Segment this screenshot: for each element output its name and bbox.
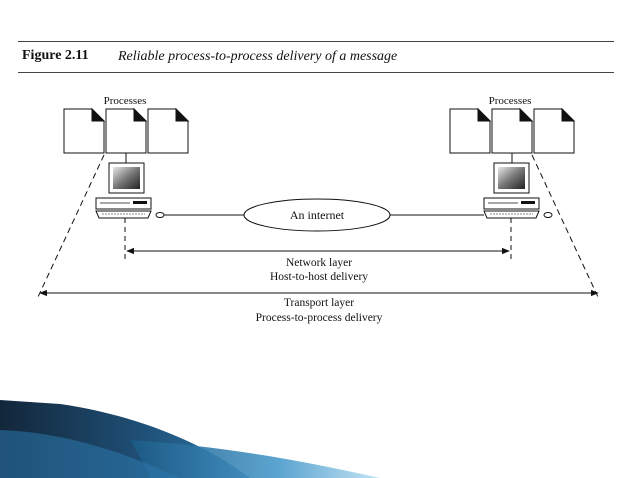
document-icon xyxy=(105,107,148,154)
figure-number: Figure 2.11 xyxy=(22,48,89,63)
document-icon xyxy=(63,107,106,154)
transport-layer-label: Transport layer xyxy=(284,297,354,309)
right-host-computer-icon xyxy=(483,162,553,219)
top-rule xyxy=(18,41,614,42)
figure-caption: Reliable process-to-process delivery of … xyxy=(118,49,398,64)
document-icon xyxy=(491,107,534,154)
decorative-swoosh xyxy=(0,400,380,478)
document-icon xyxy=(533,107,576,154)
network-layer-sublabel: Host-to-host delivery xyxy=(270,271,368,283)
document-icon xyxy=(147,107,190,154)
transport-layer-sublabel: Process-to-process delivery xyxy=(256,312,383,324)
document-icon xyxy=(449,107,492,154)
internet-cloud xyxy=(243,198,391,232)
right-processes-label: Processes xyxy=(489,95,532,107)
caption-rule xyxy=(18,72,614,73)
right-process-documents xyxy=(449,107,576,154)
left-host-computer-icon xyxy=(95,162,165,219)
left-process-documents xyxy=(63,107,190,154)
internet-label: An internet xyxy=(290,208,345,222)
left-processes-label: Processes xyxy=(104,95,147,107)
network-layer-label: Network layer xyxy=(286,257,352,269)
